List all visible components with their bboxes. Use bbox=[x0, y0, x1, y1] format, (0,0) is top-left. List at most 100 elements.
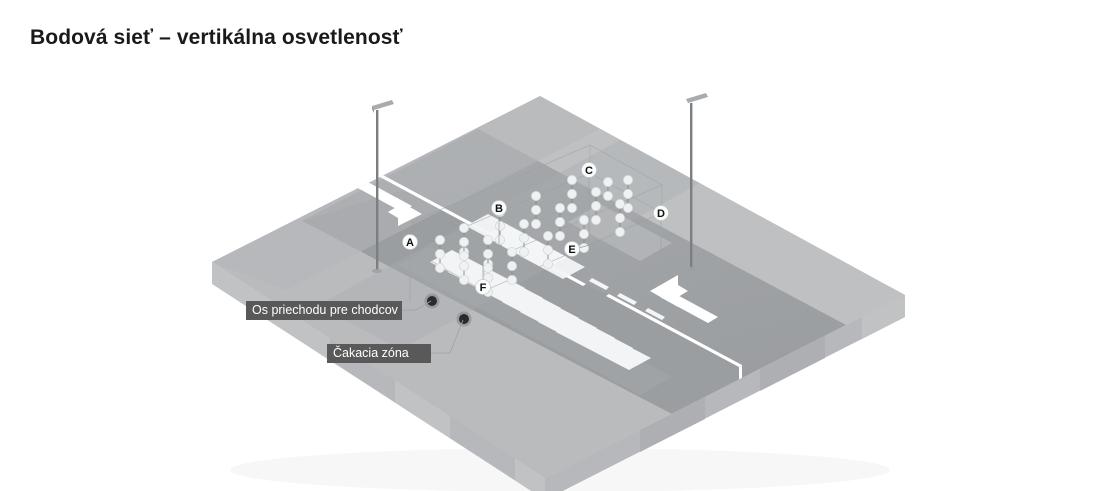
grid-label-marker bbox=[491, 200, 507, 216]
measurement-point bbox=[591, 214, 602, 225]
zebra-stripe-far bbox=[520, 244, 585, 279]
measurement-point bbox=[458, 250, 469, 261]
measurement-point bbox=[579, 228, 590, 239]
grid-label-marker bbox=[564, 241, 580, 257]
measurement-point bbox=[567, 174, 578, 185]
point-column bbox=[603, 176, 614, 201]
point-column bbox=[482, 234, 493, 273]
point-column bbox=[567, 174, 578, 213]
point-column bbox=[519, 218, 530, 257]
measurement-point bbox=[579, 242, 590, 253]
measurement-point bbox=[567, 188, 578, 199]
grid-label-text: F bbox=[480, 282, 487, 294]
measurement-point bbox=[615, 212, 626, 223]
grid-label-text: B bbox=[495, 203, 503, 215]
measurement-point bbox=[623, 202, 634, 213]
measurement-point bbox=[482, 248, 493, 259]
measurement-point bbox=[591, 186, 602, 197]
measurement-point bbox=[543, 230, 554, 241]
grid-label-d: D bbox=[653, 205, 669, 270]
measurement-point bbox=[531, 204, 542, 215]
measurement-point bbox=[567, 202, 578, 213]
callout-box bbox=[246, 301, 402, 320]
callout-box bbox=[327, 344, 431, 363]
measurement-point bbox=[506, 246, 517, 257]
waiting-zone-dot-core bbox=[427, 296, 437, 306]
measurement-point bbox=[482, 234, 493, 245]
measurement-point bbox=[615, 198, 626, 209]
point-column bbox=[579, 214, 590, 253]
traffic-arrow-down-right bbox=[354, 180, 422, 226]
point-column bbox=[623, 174, 634, 213]
lamp-head-right bbox=[686, 93, 708, 103]
measurement-point-grid bbox=[434, 174, 634, 297]
measurement-point bbox=[555, 202, 566, 213]
callout-os-priechodu: Os priechodu pre chodcov bbox=[246, 300, 432, 320]
measurement-point bbox=[494, 234, 505, 245]
callout-label: Čakacia zóna bbox=[333, 345, 409, 360]
callout-cakacia-zona: Čakacia zóna bbox=[327, 319, 464, 363]
measurement-point bbox=[494, 220, 505, 231]
grid-label-marker bbox=[653, 205, 669, 221]
measurement-point bbox=[458, 236, 469, 247]
edge-line-near bbox=[606, 294, 742, 367]
lamp-head-left bbox=[372, 100, 394, 110]
grid-label-text: D bbox=[657, 208, 665, 220]
grid-label-marker bbox=[581, 162, 597, 178]
measurement-point bbox=[519, 232, 530, 243]
measurement-point bbox=[555, 230, 566, 241]
measurement-point bbox=[603, 176, 614, 187]
measurement-point bbox=[434, 248, 445, 259]
grid-label-f: F bbox=[475, 258, 491, 295]
grid-label-c: C bbox=[581, 162, 597, 234]
sidewalk-near bbox=[212, 221, 672, 478]
measurement-point bbox=[458, 260, 469, 271]
lamp-post-left bbox=[372, 100, 394, 274]
grid-label-text: C bbox=[585, 165, 593, 177]
measurement-point bbox=[506, 274, 517, 285]
point-column bbox=[591, 186, 602, 225]
grid-label-text: A bbox=[406, 237, 414, 249]
grid-label-a: A bbox=[402, 234, 418, 302]
point-column bbox=[458, 222, 469, 261]
measurement-point bbox=[434, 234, 445, 245]
grid-label-marker bbox=[475, 279, 491, 295]
measurement-point bbox=[434, 262, 445, 273]
waiting-zone-dot-core bbox=[459, 314, 469, 324]
callout-leader-line bbox=[431, 319, 464, 354]
point-column bbox=[615, 198, 626, 237]
page-title: Bodová sieť – vertikálna osvetlenosť bbox=[30, 26, 403, 49]
measurement-point bbox=[615, 226, 626, 237]
callout-leader-line bbox=[402, 300, 432, 311]
measurement-point bbox=[519, 218, 530, 229]
measurement-point bbox=[603, 190, 614, 201]
measurement-point bbox=[531, 190, 542, 201]
point-column bbox=[543, 230, 554, 269]
zebra-stripe bbox=[556, 320, 651, 370]
point-column bbox=[434, 234, 445, 273]
measurement-point bbox=[591, 200, 602, 211]
point-column bbox=[506, 246, 517, 285]
measurement-point bbox=[458, 274, 469, 285]
lane-dashes bbox=[589, 278, 665, 320]
grid-labels: A B C D E F bbox=[402, 162, 669, 302]
measurement-point bbox=[623, 174, 634, 185]
measurement-point bbox=[458, 222, 469, 233]
measurement-point bbox=[531, 218, 542, 229]
lamp-post-right bbox=[686, 93, 708, 272]
measurement-point bbox=[543, 258, 554, 269]
waiting-zone-markers bbox=[424, 293, 472, 327]
grid-label-b: B bbox=[491, 200, 507, 268]
point-column bbox=[555, 202, 566, 241]
grid-label-e: E bbox=[564, 241, 597, 257]
measurement-point bbox=[579, 214, 590, 225]
measurement-point bbox=[543, 244, 554, 255]
point-column bbox=[531, 190, 542, 229]
measurement-point bbox=[623, 188, 634, 199]
grid-label-text: E bbox=[568, 244, 575, 256]
measurement-point bbox=[506, 260, 517, 271]
traffic-arrow-up-left bbox=[650, 275, 718, 323]
slab-top bbox=[212, 96, 905, 478]
grid-label-marker bbox=[402, 234, 418, 250]
